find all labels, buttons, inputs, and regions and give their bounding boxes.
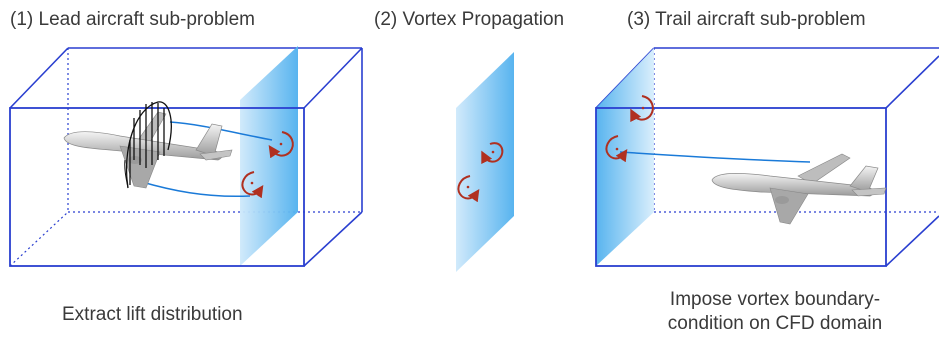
panel1-title: (1) Lead aircraft sub-problem	[10, 9, 255, 30]
panel2-vortex-lower	[457, 175, 480, 203]
panel2-title: (2) Vortex Propagation	[374, 9, 565, 30]
panel3-front-face	[595, 107, 887, 267]
panel3-vortex-upper	[630, 95, 654, 123]
lead-aircraft	[63, 111, 233, 189]
panel3-caption-line2: condition on CFD domain	[667, 313, 883, 334]
panel3-vortex-lower	[605, 135, 628, 163]
panel3-vortex-trail	[619, 151, 811, 163]
panel2-vortex-plane	[456, 52, 514, 272]
trail-aircraft	[711, 153, 887, 225]
panel1-vortex-lower	[241, 171, 264, 199]
panel3-caption-line1: Impose vortex boundary-	[669, 289, 881, 310]
panel3-title: (3) Trail aircraft sub-problem	[627, 9, 866, 30]
panel1-vortex-upper	[268, 131, 294, 159]
panel2-vortex-upper	[481, 142, 504, 165]
lift-distribution-ellipse	[124, 101, 172, 189]
panel1-front-face	[9, 107, 305, 267]
panel1-caption: Extract lift distribution	[62, 304, 243, 325]
panel1-domain-box	[9, 47, 363, 267]
panel1-vortex-trail-lower	[141, 181, 251, 198]
panel3-vortex-plane	[596, 48, 654, 266]
panel1-vortex-plane	[240, 46, 298, 266]
